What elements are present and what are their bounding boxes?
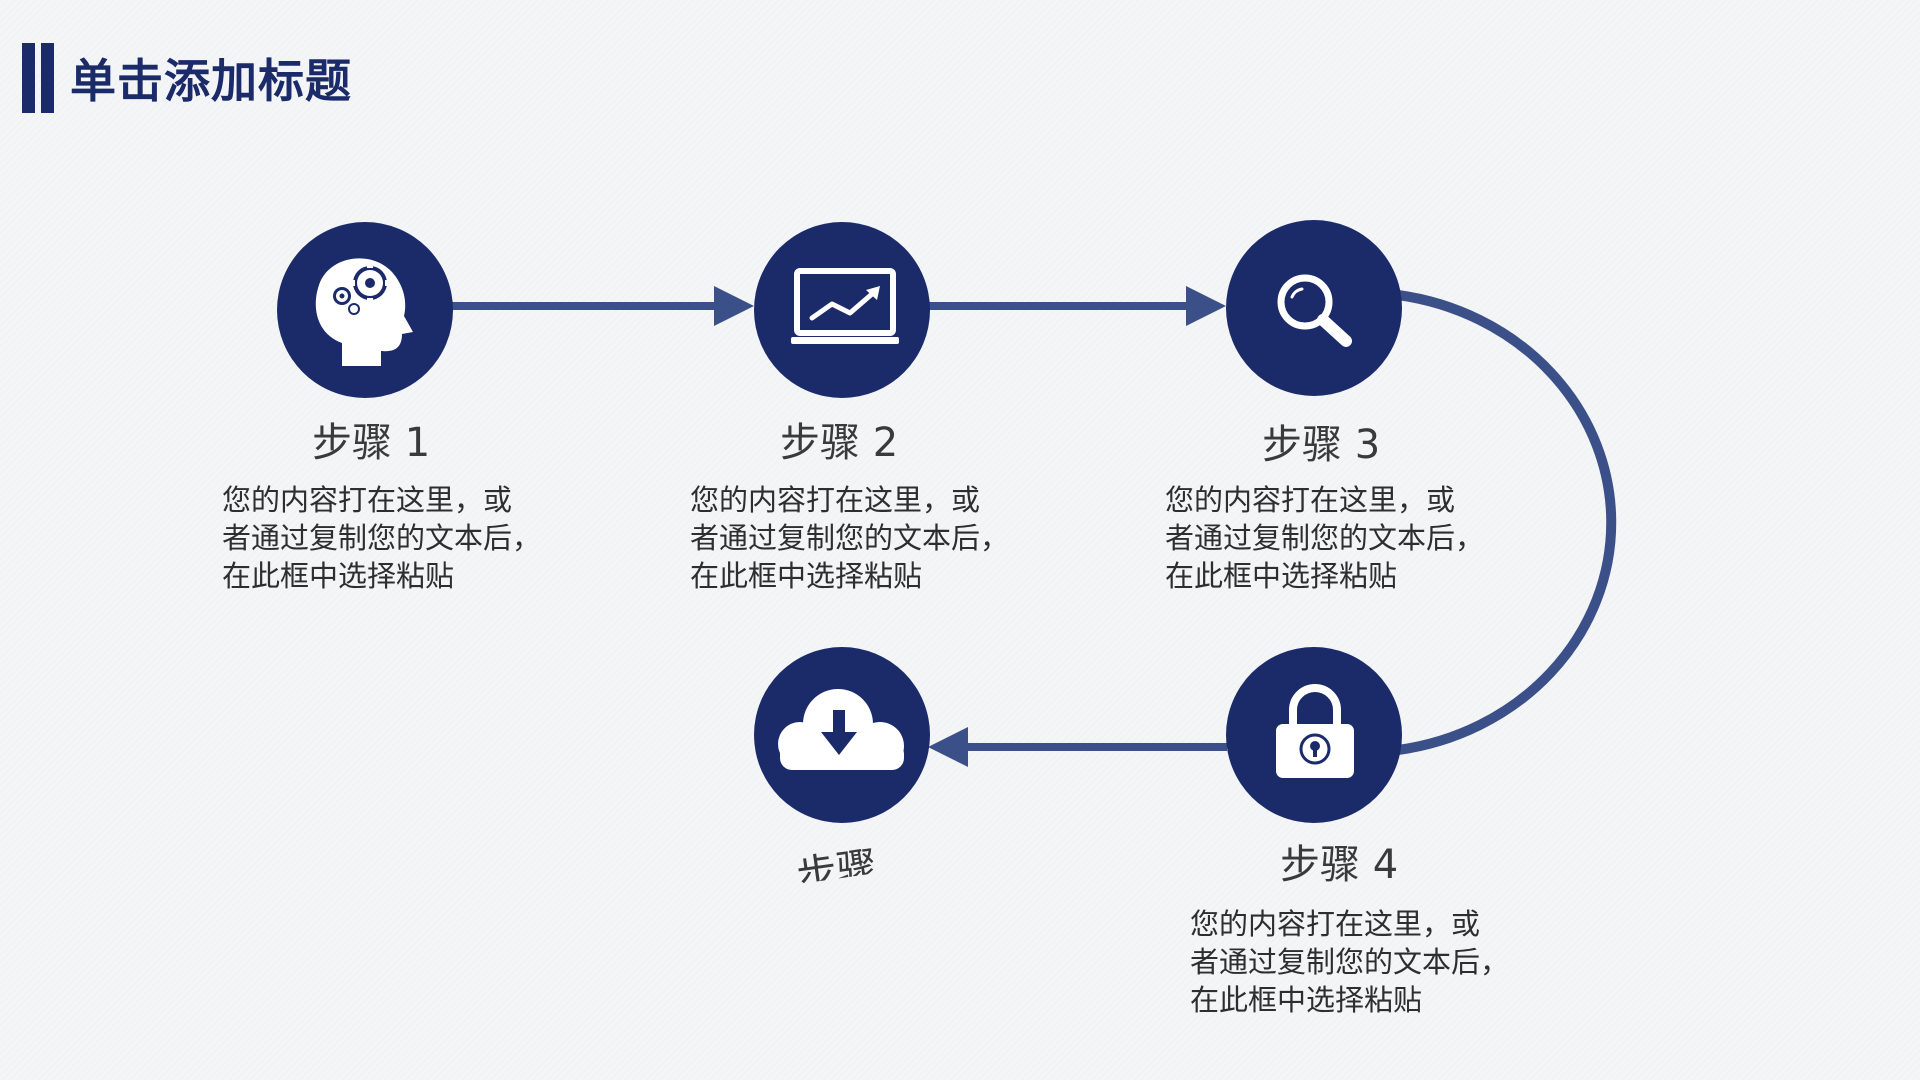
step-3-label: 步骤 3 [1262,422,1381,468]
title-accent-bars [22,43,54,113]
step-2-node[interactable] [754,222,930,398]
step-1-node[interactable] [277,222,453,398]
step-3-node[interactable] [1226,220,1402,396]
step-4-node[interactable] [1226,647,1402,823]
title-bar: 单击添加标题 [22,43,352,113]
connector-arc-3-4 [1397,290,1617,755]
magnifier-icon [1277,274,1352,347]
step-2-label: 步骤 2 [780,420,899,466]
padlock-icon [1276,684,1354,778]
step-5-node[interactable] [754,647,930,823]
step-1-description[interactable]: 您的内容打在这里，或 者通过复制您的文本后， 在此框中选择粘贴 [222,483,542,593]
head-gears-icon [315,258,413,366]
monitor-chart-icon [791,268,899,344]
page-title[interactable]: 单击添加标题 [70,54,352,108]
step-1-label: 步骤 1 [312,420,431,466]
step-3-description[interactable]: 您的内容打在这里，或 者通过复制您的文本后， 在此框中选择粘贴 [1165,483,1485,593]
step-4-label: 步骤 4 [1280,842,1399,888]
cloud-download-icon [778,689,904,770]
step-2-description[interactable]: 您的内容打在这里，或 者通过复制您的文本后， 在此框中选择粘贴 [690,483,1010,593]
step-4-description[interactable]: 您的内容打在这里，或 者通过复制您的文本后， 在此框中选择粘贴 [1190,907,1510,1017]
